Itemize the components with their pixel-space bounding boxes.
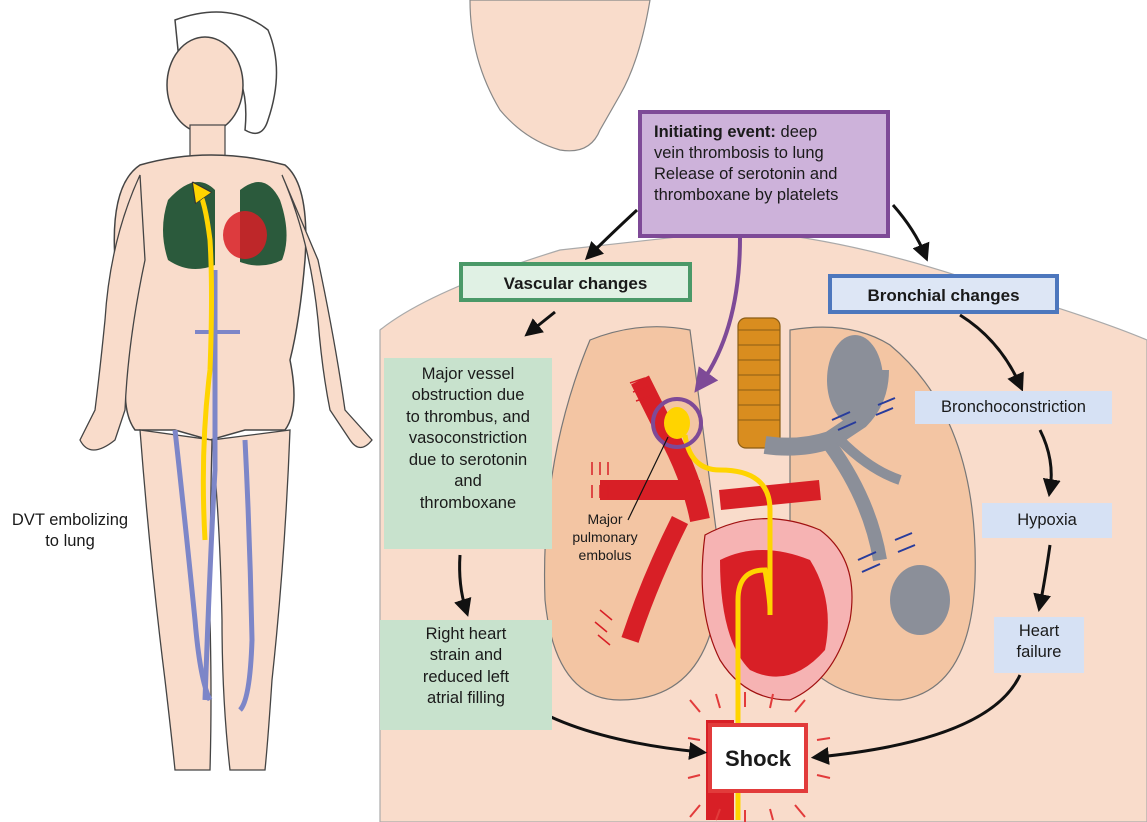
obstruction-line: Major vessel (384, 364, 552, 385)
trachea (738, 318, 780, 448)
obstruction-box: Major vessel obstruction due to thrombus… (384, 358, 552, 549)
strain-line: reduced left (380, 667, 552, 688)
obstruction-line: to thrombus, and (384, 407, 552, 428)
shock-label: Shock (725, 746, 791, 771)
bronchoconstriction-box: Bronchoconstriction (915, 391, 1112, 424)
dvt-caption: DVT embolizing to lung (0, 510, 140, 553)
obstruction-line: obstruction due (384, 385, 552, 406)
hypoxia-label: Hypoxia (1017, 511, 1077, 529)
initiating-text-1: deep (781, 123, 818, 141)
embolus-line: pulmonary (560, 528, 650, 546)
strain-line: atrial filling (380, 688, 552, 709)
heart-failure-box: Heart failure (994, 617, 1084, 673)
shock-box: Shock (708, 723, 808, 793)
vascular-changes-box: Vascular changes (459, 262, 692, 302)
initiating-title: Initiating event: (654, 123, 776, 141)
strain-line: Right heart (380, 624, 552, 645)
embolus-line: Major (560, 510, 650, 528)
heart-failure-line: failure (994, 642, 1084, 663)
initiating-text-3: Release of serotonin and (654, 165, 837, 183)
body-figure (80, 12, 372, 770)
strain-line: strain and (380, 645, 552, 666)
vascular-changes-label: Vascular changes (504, 274, 648, 293)
dvt-line: DVT embolizing (0, 510, 140, 531)
initiating-text-2: vein thrombosis to lung (654, 144, 824, 162)
bronchial-changes-label: Bronchial changes (867, 286, 1019, 305)
hypoxia-box: Hypoxia (982, 503, 1112, 538)
initiating-event-box: Initiating event: deep vein thrombosis t… (638, 110, 890, 238)
initiating-text-4: thromboxane by platelets (654, 186, 838, 204)
heart-failure-line: Heart (994, 621, 1084, 642)
bronchial-changes-box: Bronchial changes (828, 274, 1059, 314)
dvt-line: to lung (0, 531, 140, 552)
heart-strain-box: Right heart strain and reduced left atri… (380, 620, 552, 730)
obstruction-line: thromboxane (384, 493, 552, 514)
obstruction-line: due to serotonin (384, 450, 552, 471)
bronchoconstriction-label: Bronchoconstriction (941, 398, 1086, 416)
embolus-line: embolus (560, 546, 650, 564)
obstruction-line: vasoconstriction (384, 428, 552, 449)
embolus-caption: Major pulmonary embolus (560, 510, 650, 565)
obstruction-line: and (384, 471, 552, 492)
